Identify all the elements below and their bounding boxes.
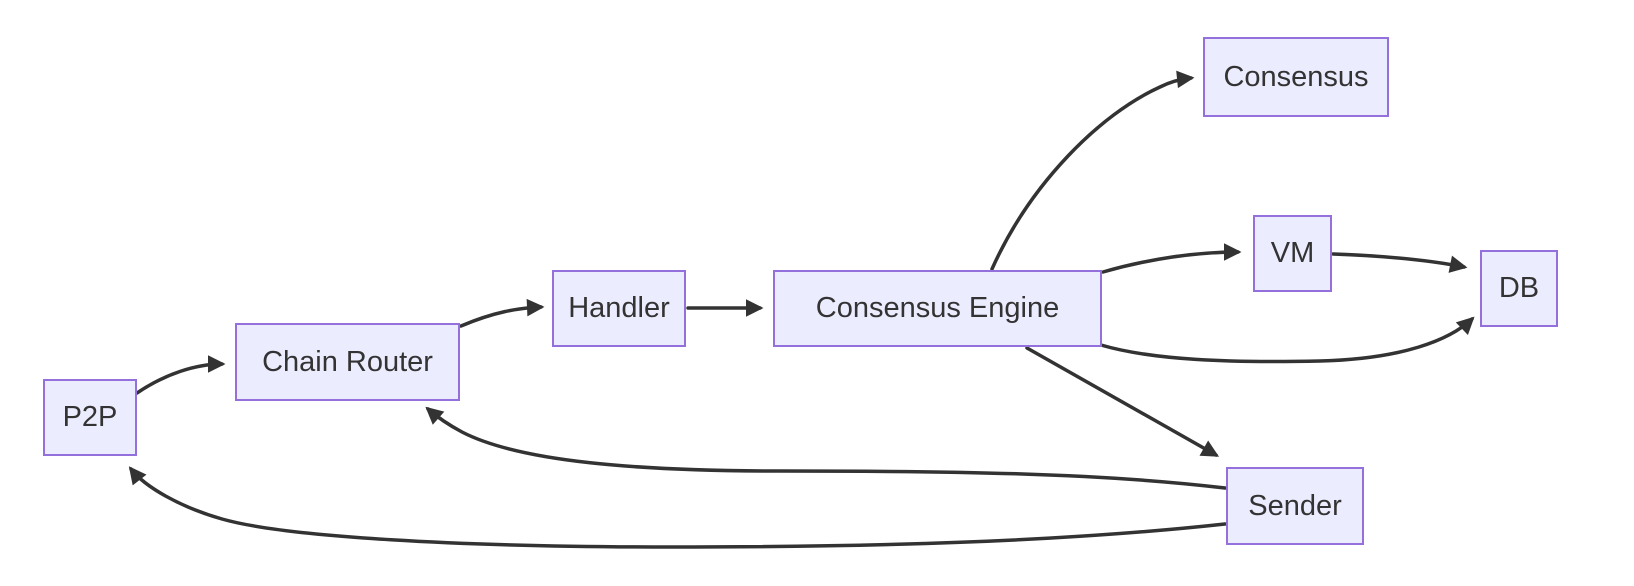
- edge-chain-router-to-handler: [459, 298, 545, 328]
- edge-consensus-engine-to-consensus: [990, 70, 1195, 271]
- node-chain-router: Chain Router: [235, 323, 460, 401]
- node-consensus: Consensus: [1203, 37, 1389, 117]
- edge-sender-to-p2p: [128, 466, 1227, 549]
- node-consensus-engine: Consensus Engine: [773, 270, 1102, 347]
- node-db: DB: [1480, 250, 1558, 327]
- node-chain-router-label: Chain Router: [262, 345, 433, 378]
- edge-consensus-engine-to-vm: [1101, 243, 1242, 274]
- edge-consensus-engine-to-sender: [1025, 346, 1220, 457]
- node-sender: Sender: [1226, 467, 1364, 545]
- node-handler: Handler: [552, 270, 686, 347]
- node-vm-label: VM: [1270, 237, 1315, 269]
- edge-consensus-engine-to-db: [1099, 316, 1475, 364]
- node-consensus-engine-label: Consensus Engine: [815, 292, 1060, 324]
- node-handler-label: Handler: [568, 292, 670, 324]
- edge-vm-to-db: [1331, 252, 1468, 273]
- node-consensus-label: Consensus: [1223, 60, 1369, 93]
- node-sender-label: Sender: [1248, 489, 1342, 522]
- edge-p2p-to-chain-router: [135, 355, 226, 395]
- edge-sender-to-chain-router: [425, 406, 1227, 490]
- node-p2p: P2P: [43, 379, 137, 456]
- node-db-label: DB: [1498, 272, 1540, 304]
- node-vm: VM: [1253, 215, 1332, 292]
- node-p2p-label: P2P: [62, 401, 118, 433]
